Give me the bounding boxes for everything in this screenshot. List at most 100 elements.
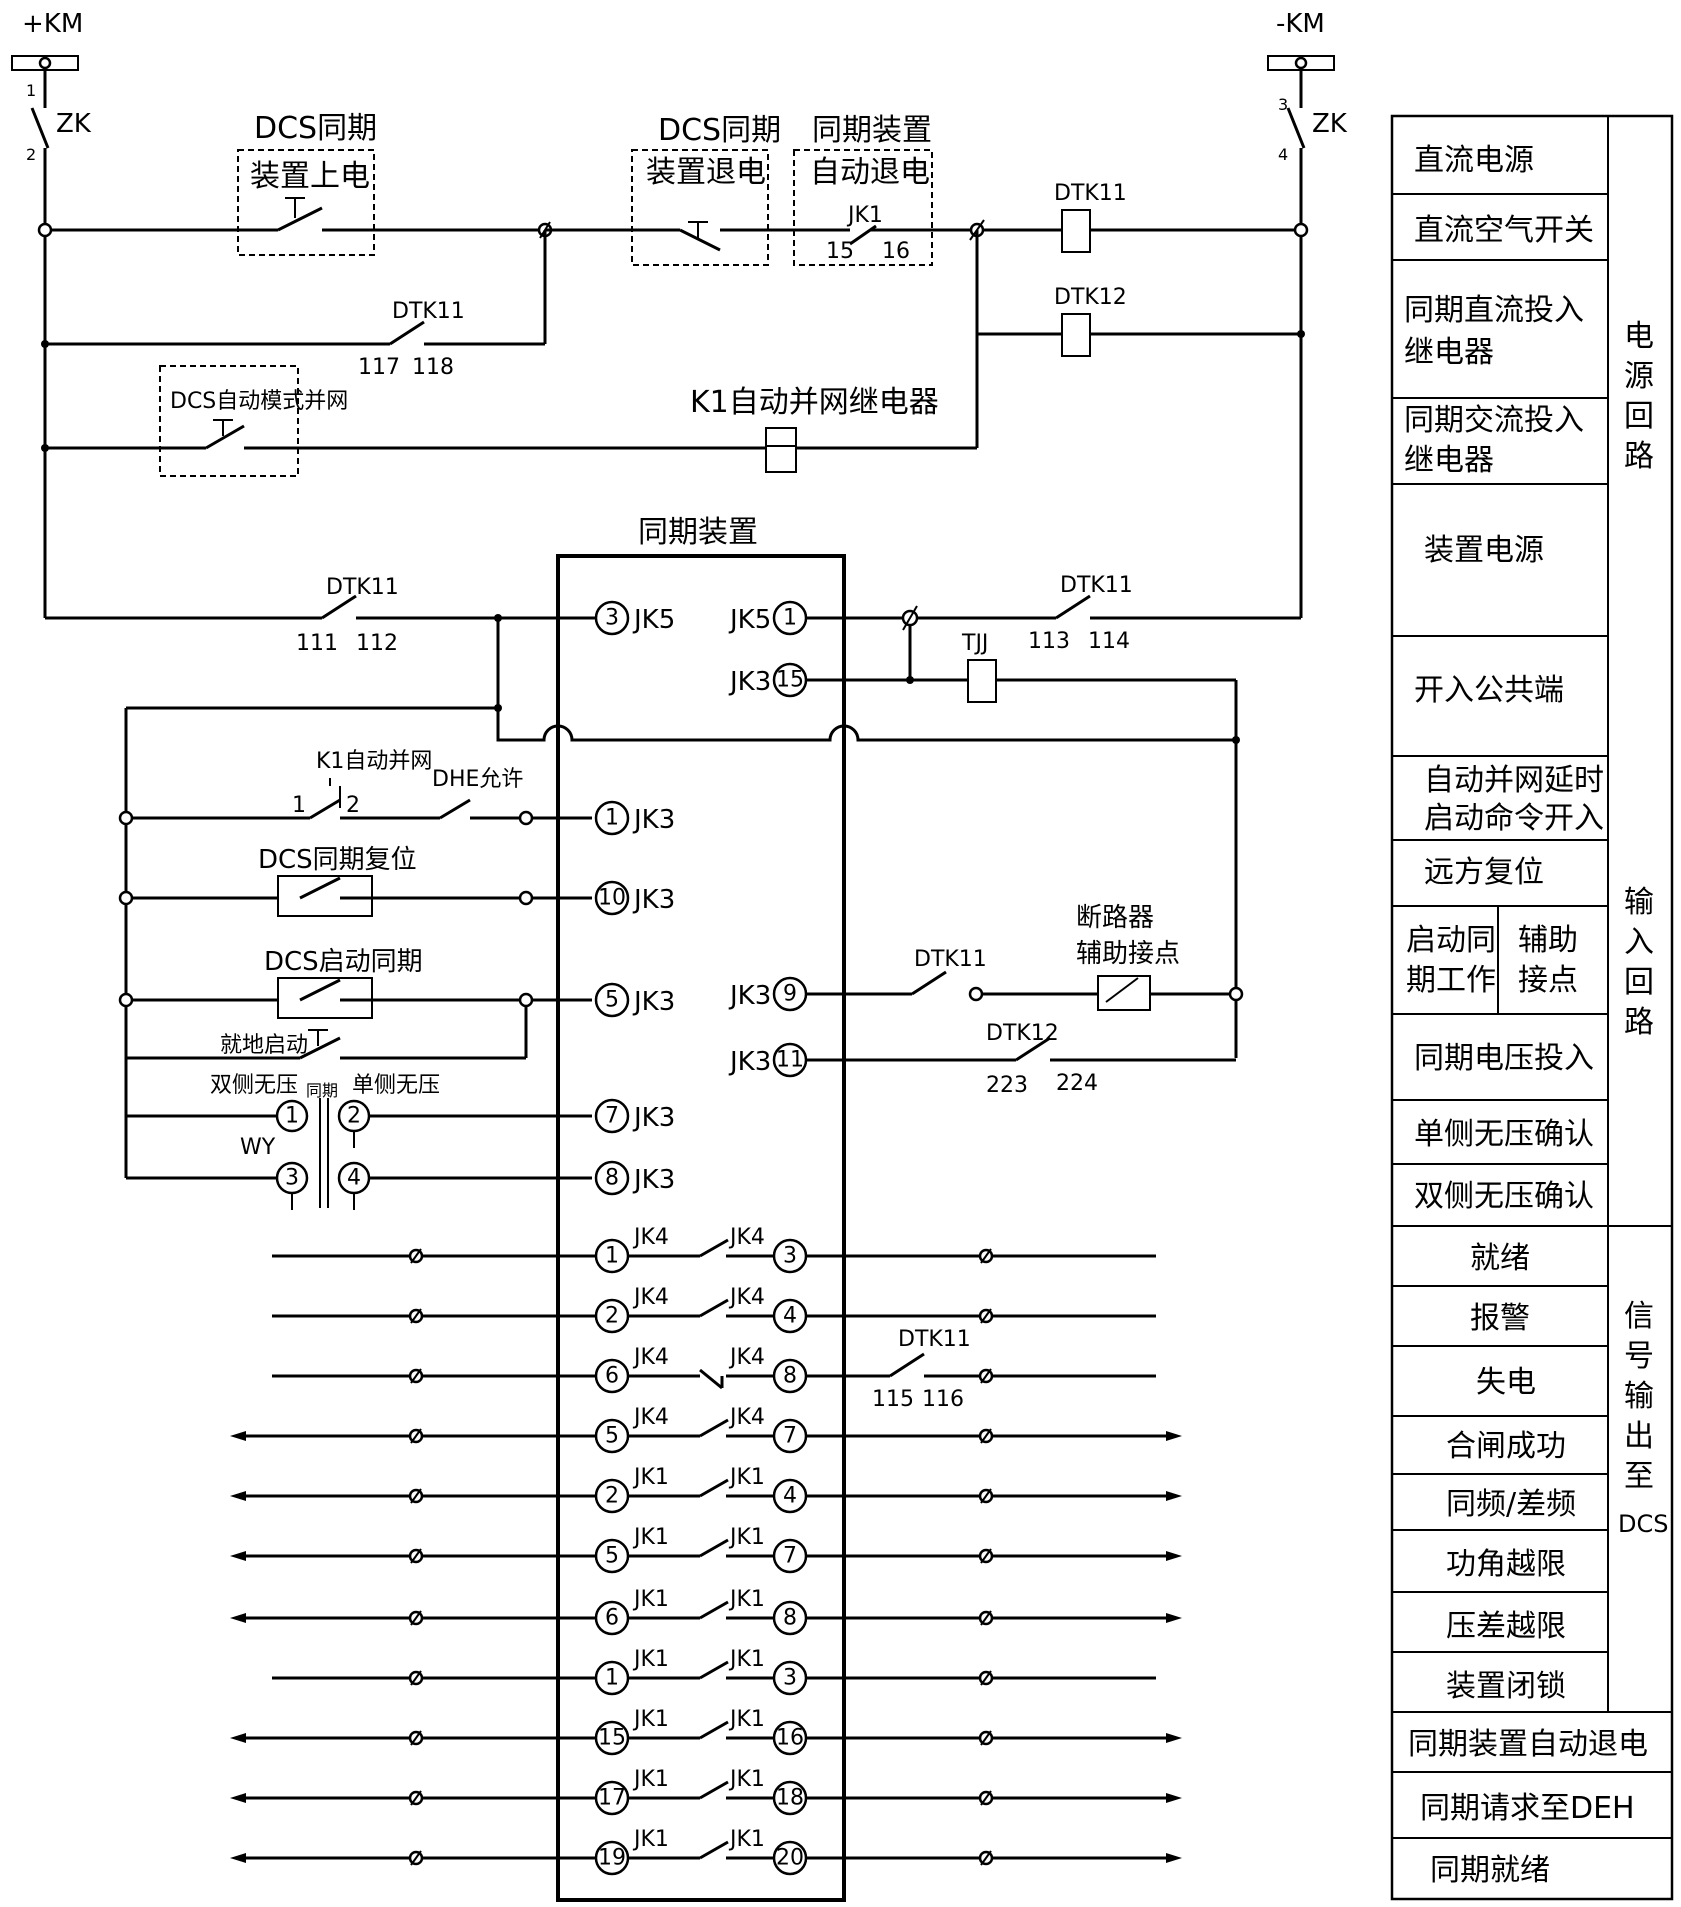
- output-contact-left-label: JK4: [632, 1285, 669, 1310]
- output-contact-left-label: JK4: [632, 1345, 669, 1370]
- output-contact-left-label: JK1: [632, 1647, 669, 1672]
- junction-45-448: [41, 444, 49, 452]
- svg-text:JK3: JK3: [632, 987, 675, 1017]
- output-pin-right-number: 4: [783, 1304, 797, 1329]
- output-contact-left-label: JK1: [632, 1465, 669, 1490]
- output-pin-left-number: 2: [605, 1484, 619, 1509]
- output-pin-right-number: 3: [783, 1244, 797, 1269]
- output-contact-right-label: JK1: [728, 1707, 765, 1732]
- dtk11-coil: DTK11: [1054, 181, 1127, 253]
- legend-group-input: 输入回路: [1624, 885, 1654, 1040]
- node-45-230: [37, 222, 53, 238]
- k1-pin-2: 2: [346, 793, 360, 818]
- dtk12-contact-label: DTK12: [986, 1021, 1059, 1046]
- output-contact-right-label: JK1: [728, 1465, 765, 1490]
- output-pin-left-number: 17: [598, 1786, 626, 1811]
- wy-pin-2: 2: [347, 1104, 361, 1129]
- dcs-start-label: DCS启动同期: [264, 947, 423, 977]
- svg-text:JK3: JK3: [632, 805, 675, 835]
- local-start-label: 就地启动: [220, 1033, 308, 1058]
- legend-freq: 同频/差频: [1446, 1487, 1576, 1522]
- both-dead-label: 双侧无压: [210, 1073, 298, 1098]
- svg-text:JK3: JK3: [728, 667, 771, 697]
- zk-pin-1: 1: [26, 81, 36, 100]
- wy-pin-1: 1: [285, 1104, 299, 1129]
- auto-off-contact-label: JK1: [846, 203, 883, 228]
- legend-common: 开入公共端: [1414, 673, 1564, 708]
- right-pin-jk3-15: JK3 15: [728, 662, 808, 698]
- minus-km-terminal: -KM: [1267, 9, 1335, 71]
- legend-voltage-diff: 压差越限: [1446, 1609, 1566, 1644]
- dtk11-pin-115: 115: [872, 1387, 914, 1412]
- legend-start-sync: 启动同期工作: [1406, 923, 1496, 998]
- output-row: 2 JK1 JK1 4: [230, 1465, 1182, 1514]
- svg-text:9: 9: [783, 982, 797, 1007]
- zk-breaker-left: ZK 1 2: [26, 70, 92, 230]
- legend-power-loss: 失电: [1476, 1365, 1536, 1400]
- svg-text:8: 8: [605, 1166, 619, 1191]
- output-pin-right-number: 4: [783, 1484, 797, 1509]
- wy-pin-3: 3: [285, 1166, 299, 1191]
- output-contact-left-label: JK1: [632, 1767, 669, 1792]
- dcs-power-off-box: DCS同期 装置退电: [631, 113, 781, 266]
- svg-text:JK3: JK3: [728, 981, 771, 1011]
- arrow-left-icon: [230, 1793, 246, 1803]
- arrow-right-icon: [1166, 1491, 1182, 1501]
- output-pin-right-number: 8: [783, 1606, 797, 1631]
- output-pin-left-number: 6: [605, 1364, 619, 1389]
- legend-close-ok: 合闸成功: [1446, 1429, 1566, 1464]
- auto-off-pin-15: 15: [826, 239, 854, 264]
- svg-text:11: 11: [776, 1048, 804, 1073]
- svg-text:JK5: JK5: [632, 605, 675, 635]
- zk-breaker-right: ZK 3 4: [1278, 70, 1348, 230]
- arrow-right-icon: [1166, 1613, 1182, 1623]
- legend-ac-relay: 同期交流投入继电器: [1404, 403, 1584, 478]
- arrow-right-icon: [1166, 1853, 1182, 1863]
- output-pin-left-number: 5: [605, 1544, 619, 1569]
- output-contact-right-label: JK4: [728, 1285, 765, 1310]
- tjj-label: TJJ: [961, 631, 988, 656]
- legend-alarm: 报警: [1470, 1301, 1530, 1336]
- svg-text:JK3: JK3: [728, 1047, 771, 1077]
- right-pin-jk5-1: JK5 1: [728, 600, 808, 636]
- legend-auto-delay: 自动并网延时启动命令开入: [1424, 763, 1604, 836]
- legend-sync-ready: 同期就绪: [1430, 1853, 1550, 1888]
- left-pin-jk3-5: 5 JK3: [594, 982, 675, 1018]
- sync-device-box: 同期装置: [556, 515, 846, 1902]
- legend-aux-contact: 辅助接点: [1518, 923, 1578, 998]
- k1-relay-coil: K1自动并网继电器: [690, 385, 939, 473]
- output-pin-left-number: 1: [605, 1244, 619, 1269]
- dcs-reset-label: DCS同期复位: [258, 845, 417, 875]
- output-pin-left-number: 1: [605, 1666, 619, 1691]
- arrow-left-icon: [230, 1853, 246, 1863]
- k1-pin-1: 1: [292, 793, 306, 818]
- dtk12-coil: DTK12: [1054, 285, 1127, 357]
- wy-label: WY: [240, 1135, 276, 1160]
- legend-lockout: 装置闭锁: [1446, 1669, 1566, 1704]
- dtk11-coil-label: DTK11: [1054, 181, 1127, 206]
- sync-device-title: 同期装置: [638, 515, 758, 550]
- svg-text:5: 5: [605, 988, 619, 1013]
- junction-45-344: [41, 340, 49, 348]
- dcs-reset-input-row: DCS同期复位: [118, 845, 592, 917]
- wy-pin-4: 4: [347, 1166, 361, 1191]
- output-contact-left-label: JK4: [632, 1405, 669, 1430]
- legend-table: 直流电源 直流空气开关 同期直流投入继电器 同期交流投入继电器 装置电源 开入公…: [1390, 114, 1674, 1901]
- output-pin-right-number: 7: [783, 1544, 797, 1569]
- legend-single-dead: 单侧无压确认: [1414, 1117, 1594, 1152]
- right-pin-jk3-11: JK3 11: [728, 1042, 808, 1078]
- dtk11-pin-112: 112: [356, 631, 398, 656]
- node-1301-230: [1293, 222, 1309, 238]
- output-pin-left-number: 6: [605, 1606, 619, 1631]
- zk-label-right: ZK: [1312, 109, 1348, 139]
- legend-angle: 功角越限: [1446, 1547, 1566, 1582]
- output-contact-right-label: JK1: [728, 1767, 765, 1792]
- zk-pin-3: 3: [1278, 95, 1288, 114]
- arrow-right-icon: [1166, 1793, 1182, 1803]
- dtk11-pin-113: 113: [1028, 629, 1070, 654]
